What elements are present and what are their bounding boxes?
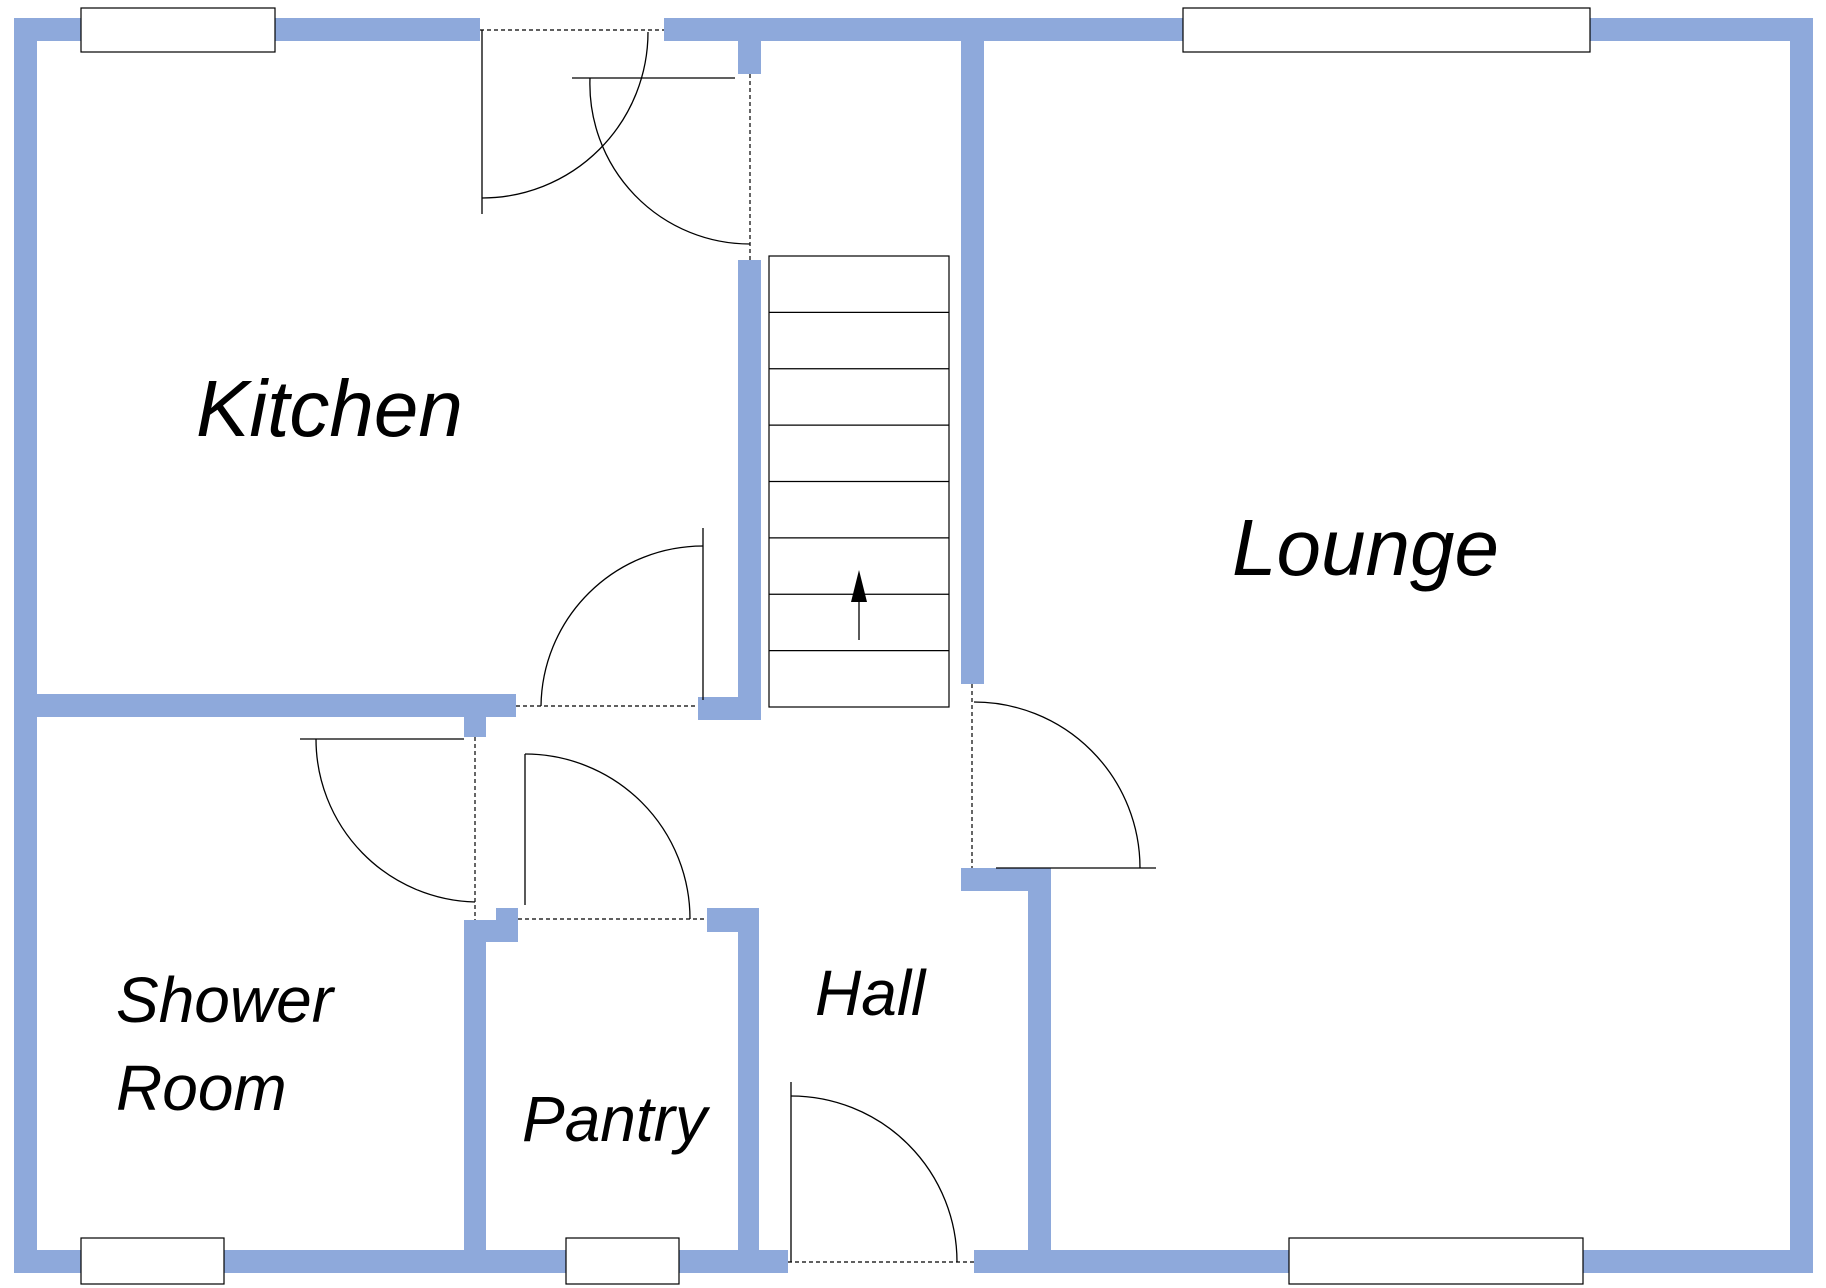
hall-lounge-wall	[1028, 868, 1051, 1260]
room-labels: Kitchen Lounge Shower Room Pantry Hall	[116, 364, 1499, 1155]
window-shower-bottom	[80, 1237, 225, 1285]
lounge-door	[973, 701, 1156, 869]
kitchen-hall-stub	[738, 41, 761, 74]
pantry-door-post	[496, 908, 518, 930]
kitchen-back-door	[481, 30, 649, 214]
pantry-hall-wall	[738, 908, 759, 1253]
windows	[80, 7, 1591, 1285]
window-kitchen-top	[80, 7, 276, 53]
kitchen-stairs-wall	[738, 260, 761, 720]
staircase	[768, 255, 950, 708]
stairs-up-arrow-icon	[851, 570, 867, 640]
stairs-lounge-wall	[961, 30, 984, 684]
door-thresholds	[474, 29, 974, 1263]
room-label-kitchen: Kitchen	[196, 364, 463, 453]
shower-pantry-wall	[464, 920, 486, 1253]
pantry-door	[524, 753, 691, 920]
interior-walls	[22, 30, 1051, 1260]
window-lounge-bottom	[1288, 1237, 1584, 1285]
window-pantry-bottom	[565, 1237, 680, 1285]
shower-door-post	[464, 717, 486, 737]
kitchen-lower-door	[540, 528, 704, 707]
kitchen-stairs-return	[698, 697, 761, 720]
room-label-lounge: Lounge	[1232, 503, 1499, 592]
room-label-shower-line1: Shower	[116, 964, 336, 1036]
kitchen-hall-door	[572, 77, 751, 245]
left-wall	[14, 18, 37, 1273]
right-wall	[1790, 18, 1813, 1273]
room-label-pantry: Pantry	[522, 1083, 711, 1155]
front-door	[790, 1082, 958, 1263]
door-swings	[300, 30, 1156, 1263]
kitchen-shower-wall	[22, 694, 516, 717]
room-label-hall: Hall	[815, 957, 927, 1029]
shower-room-door	[300, 738, 476, 903]
window-lounge-top	[1182, 7, 1591, 53]
room-label-shower-line2: Room	[116, 1052, 287, 1124]
